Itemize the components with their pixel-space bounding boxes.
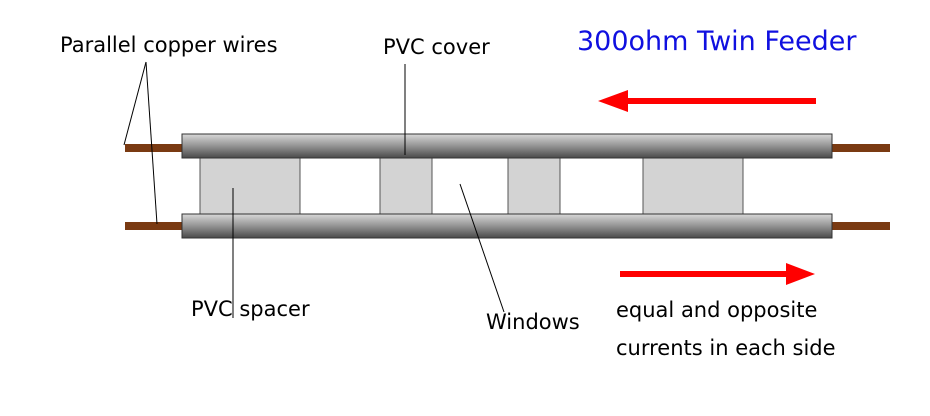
leader-line-windows bbox=[459, 183, 505, 313]
conductor-top bbox=[181, 133, 833, 159]
pvc-spacer bbox=[199, 156, 301, 218]
copper-wire-top-right bbox=[832, 144, 890, 152]
current-arrow-head-left bbox=[598, 90, 628, 112]
pvc-spacer bbox=[507, 156, 561, 218]
copper-wire-bottom-right bbox=[832, 222, 890, 230]
leader-line-wires-bottom bbox=[145, 61, 158, 225]
pvc-spacer bbox=[379, 156, 433, 218]
label-pvc-spacer: PVC spacer bbox=[191, 297, 310, 321]
label-parallel-copper-wires: Parallel copper wires bbox=[60, 33, 278, 57]
label-currents-line-2: currents in each side bbox=[616, 336, 836, 360]
copper-wire-top-left bbox=[125, 144, 183, 152]
pvc-spacer bbox=[642, 156, 744, 218]
conductor-bottom bbox=[181, 213, 833, 239]
leader-line-wires-top bbox=[123, 61, 147, 146]
diagram-title: 300ohm Twin Feeder bbox=[577, 26, 857, 57]
label-windows: Windows bbox=[486, 310, 580, 334]
copper-wire-bottom-left bbox=[125, 222, 183, 230]
current-arrow-head-right bbox=[786, 263, 815, 285]
label-currents-line-1: equal and opposite bbox=[616, 298, 817, 322]
label-pvc-cover: PVC cover bbox=[383, 35, 490, 59]
